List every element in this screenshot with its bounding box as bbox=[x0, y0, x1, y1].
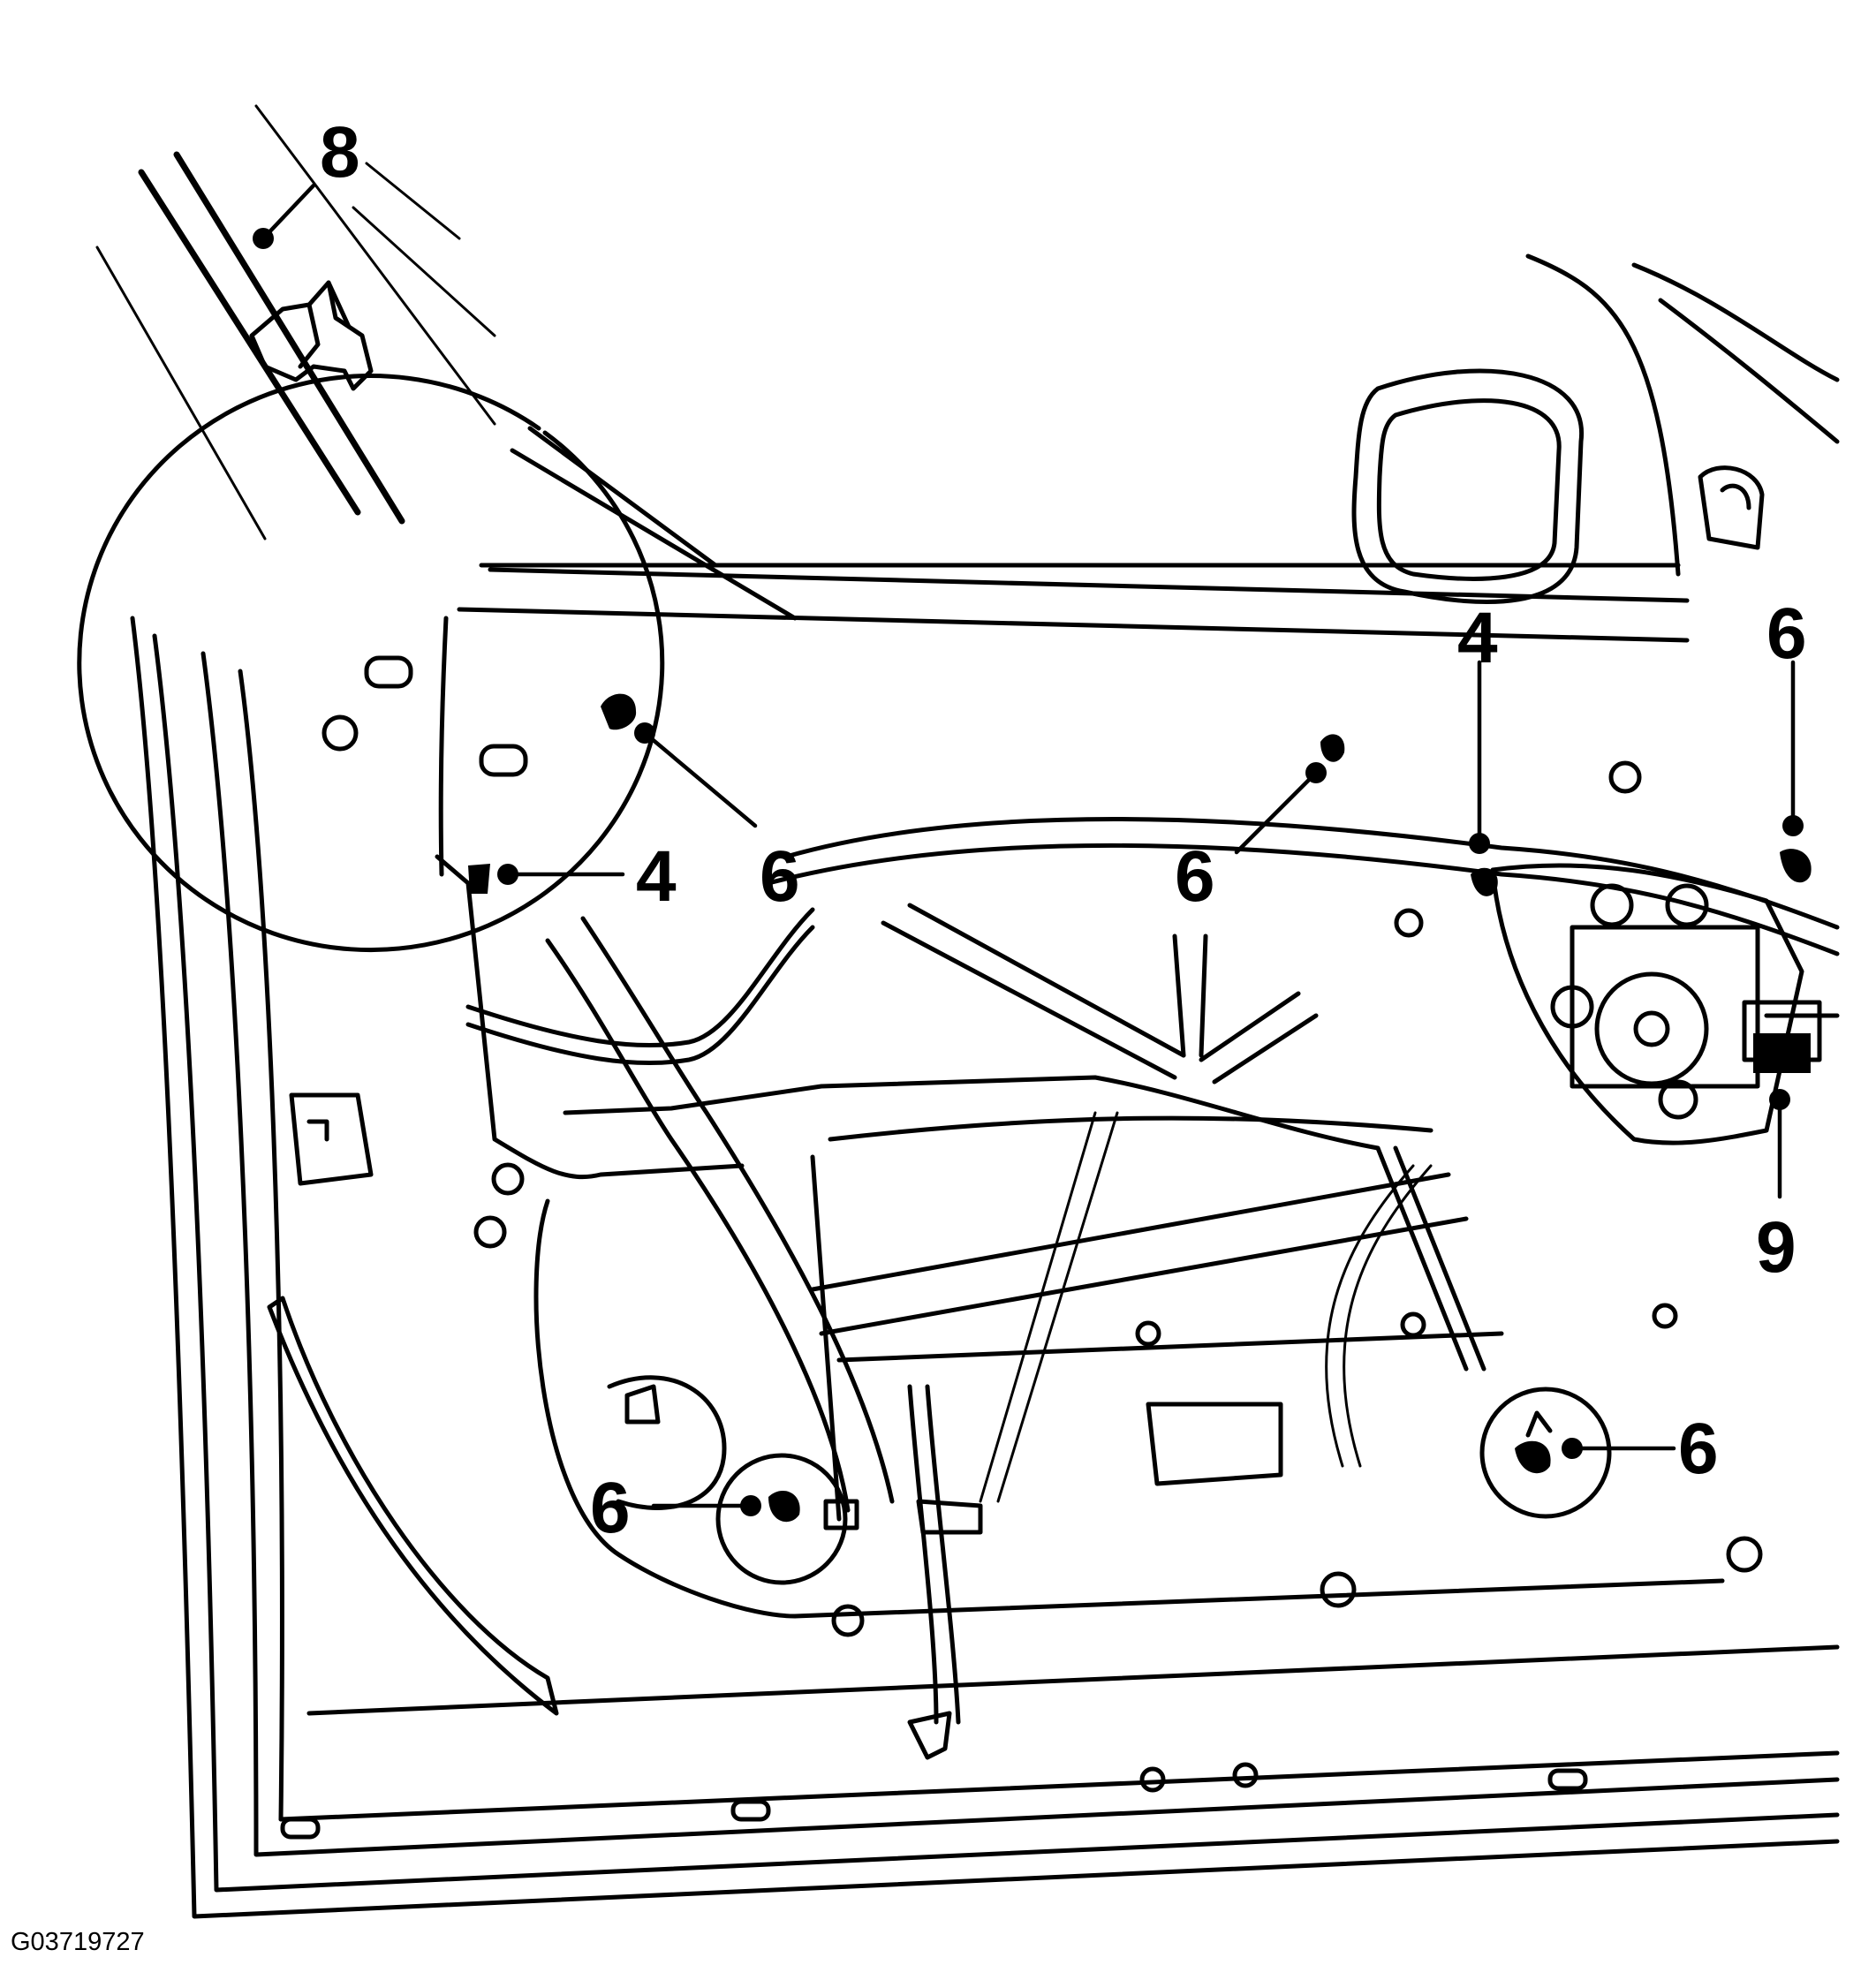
svg-text:6: 6 bbox=[1766, 593, 1807, 674]
svg-text:6: 6 bbox=[760, 836, 800, 917]
svg-text:4: 4 bbox=[636, 836, 677, 917]
svg-text:8: 8 bbox=[320, 112, 360, 193]
callout-4-left: 4 bbox=[497, 836, 677, 917]
svg-text:6: 6 bbox=[1175, 836, 1215, 917]
callout-6-far-right: 6 bbox=[1766, 593, 1807, 836]
callout-4-upper-right: 4 bbox=[1457, 598, 1498, 854]
callout-6-upper-middle: 6 bbox=[1175, 762, 1327, 917]
svg-text:6: 6 bbox=[1678, 1409, 1719, 1489]
callout-6-lower-right: 6 bbox=[1562, 1409, 1719, 1489]
callout-9-motor: 9 bbox=[1756, 1089, 1797, 1288]
figure-id: G03719727 bbox=[11, 1928, 145, 1956]
callout-6-lower-left: 6 bbox=[590, 1468, 761, 1548]
svg-text:6: 6 bbox=[590, 1468, 631, 1548]
detail-magnifier bbox=[77, 104, 798, 953]
callout-6-upper-left: 6 bbox=[634, 722, 800, 917]
door-frame bbox=[130, 253, 1840, 1919]
callout-8-detail: 8 bbox=[253, 112, 360, 249]
svg-text:9: 9 bbox=[1756, 1207, 1797, 1288]
fasteners bbox=[468, 693, 1812, 1523]
svg-text:4: 4 bbox=[1457, 598, 1498, 678]
callouts: 8 4 6 4 6 6 bbox=[253, 112, 1807, 1548]
